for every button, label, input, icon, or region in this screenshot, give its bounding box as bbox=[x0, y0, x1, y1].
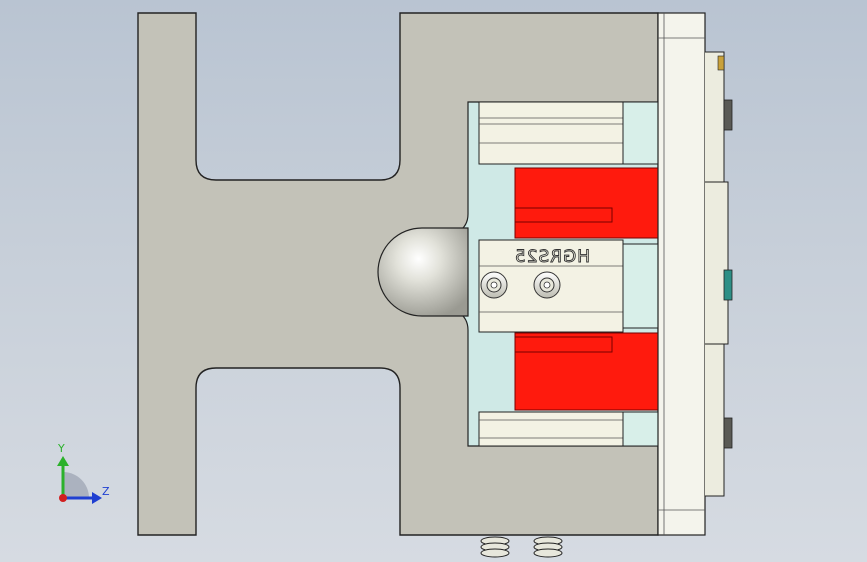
part-label: HGRS25 bbox=[514, 247, 590, 267]
x-axis-dot bbox=[59, 494, 67, 502]
bottom-bolts bbox=[480, 536, 563, 558]
bumper-dome bbox=[377, 227, 469, 317]
axis-z-label: Z bbox=[102, 485, 110, 498]
axis-y-label: Y bbox=[58, 442, 65, 455]
rail-bottom bbox=[478, 411, 659, 447]
end-plate bbox=[657, 12, 733, 536]
red-block-top bbox=[514, 167, 659, 239]
red-block-bottom bbox=[514, 332, 659, 411]
rail-top bbox=[478, 101, 659, 165]
coordinate-triad[interactable] bbox=[57, 456, 102, 504]
